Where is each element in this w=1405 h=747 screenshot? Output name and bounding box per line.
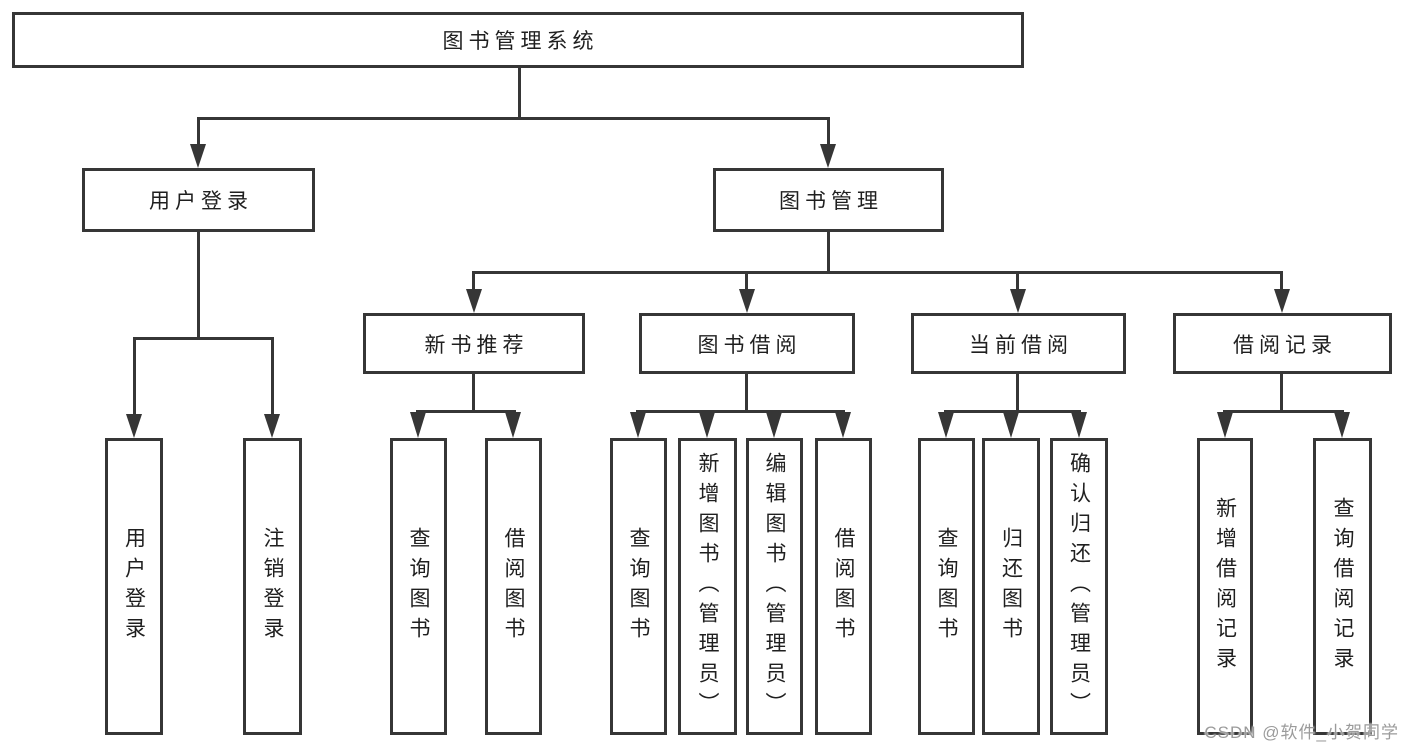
edge-root-drop-right	[827, 117, 830, 147]
edge-book-borrow-stem	[745, 374, 748, 413]
edge-user-login-split	[133, 337, 274, 340]
leaf-confirm-return-admin-label: 确认归还（管理员）	[1067, 451, 1091, 722]
leaf-add-borrow-record-label: 新增借阅记录	[1213, 496, 1237, 677]
arrowhead-borrow-books-1	[505, 412, 521, 438]
arrowhead-return-book	[1003, 412, 1019, 438]
arrowhead-book-mgmt	[820, 144, 836, 168]
leaf-logout-label: 注销登录	[261, 526, 284, 647]
edge-current-borrow-stem	[1016, 374, 1019, 413]
edge-book-mgmt-drop-1	[472, 271, 475, 291]
edge-book-mgmt-stem	[827, 232, 830, 274]
leaf-borrow-books-1: 借阅图书	[485, 438, 542, 735]
edge-new-book-rec-split	[416, 410, 516, 413]
node-current-borrow: 当前借阅	[911, 313, 1126, 374]
edge-borrow-records-split	[1223, 410, 1344, 413]
leaf-query-books-1: 查询图书	[390, 438, 447, 735]
leaf-return-book-label: 归还图书	[999, 526, 1023, 647]
edge-book-mgmt-drop-3	[1016, 271, 1019, 291]
leaf-borrow-books-2: 借阅图书	[815, 438, 872, 735]
arrowhead-user-login	[190, 144, 206, 168]
node-current-borrow-label: 当前借阅	[969, 333, 1073, 357]
arrowhead-add-record	[1217, 412, 1233, 438]
leaf-return-book: 归还图书	[982, 438, 1040, 735]
leaf-query-books-3: 查询图书	[918, 438, 975, 735]
node-root: 图书管理系统	[12, 12, 1024, 68]
edge-root-split	[197, 117, 830, 120]
edge-book-mgmt-drop-4	[1280, 271, 1283, 291]
arrowhead-new-book-rec	[466, 289, 482, 313]
leaf-logout: 注销登录	[243, 438, 302, 735]
leaf-edit-book-admin-label: 编辑图书（管理员）	[763, 451, 786, 722]
edge-book-mgmt-drop-2	[745, 271, 748, 291]
leaf-query-books-2: 查询图书	[610, 438, 667, 735]
leaf-add-borrow-record: 新增借阅记录	[1197, 438, 1253, 735]
leaf-query-books-2-label: 查询图书	[627, 526, 650, 647]
leaf-user-login: 用户登录	[105, 438, 163, 735]
node-user-login-label: 用户登录	[149, 190, 253, 213]
leaf-query-books-1-label: 查询图书	[407, 526, 430, 647]
node-book-borrow-label: 图书借阅	[697, 333, 802, 357]
node-book-borrow: 图书借阅	[639, 313, 855, 374]
leaf-add-book-admin-label: 新增图书（管理员）	[696, 451, 719, 722]
arrowhead-current-borrow	[1010, 289, 1026, 313]
arrowhead-edit-book	[766, 412, 782, 438]
node-new-book-rec: 新书推荐	[363, 313, 585, 374]
node-book-mgmt-label: 图书管理	[779, 190, 883, 213]
arrowhead-query-record	[1334, 412, 1350, 438]
leaf-add-book-admin: 新增图书（管理员）	[678, 438, 737, 735]
edge-borrow-records-stem	[1280, 374, 1283, 413]
leaf-borrow-books-1-label: 借阅图书	[502, 526, 525, 647]
leaf-confirm-return-admin: 确认归还（管理员）	[1050, 438, 1108, 735]
arrowhead-add-book	[699, 412, 715, 438]
node-root-label: 图书管理系统	[442, 30, 599, 53]
arrowhead-borrow-books-2	[835, 412, 851, 438]
edge-book-borrow-split	[636, 410, 845, 413]
edge-root-stem	[518, 66, 521, 120]
arrowhead-query-books-3	[938, 412, 954, 438]
leaf-borrow-books-2-label: 借阅图书	[832, 526, 855, 647]
edge-user-login-stem	[197, 232, 200, 340]
node-borrow-records: 借阅记录	[1173, 313, 1392, 374]
node-borrow-records-label: 借阅记录	[1233, 333, 1337, 357]
edge-user-login-drop-2	[271, 337, 274, 416]
watermark-text: CSDN @软件_小贺同学	[1204, 723, 1399, 742]
node-user-login: 用户登录	[82, 168, 315, 232]
edge-new-book-rec-stem	[472, 374, 475, 413]
edge-book-mgmt-split	[472, 271, 1283, 274]
node-book-mgmt: 图书管理	[713, 168, 944, 232]
arrowhead-borrow-records	[1274, 289, 1290, 313]
arrowhead-confirm-return	[1071, 412, 1087, 438]
leaf-query-borrow-record-label: 查询借阅记录	[1331, 496, 1354, 677]
leaf-user-login-label: 用户登录	[122, 526, 146, 647]
leaf-query-books-3-label: 查询图书	[935, 526, 958, 647]
node-new-book-rec-label: 新书推荐	[424, 333, 529, 357]
arrowhead-query-books-1	[410, 412, 426, 438]
leaf-edit-book-admin: 编辑图书（管理员）	[746, 438, 803, 735]
arrowhead-leaf-user-login	[126, 414, 142, 438]
leaf-query-borrow-record: 查询借阅记录	[1313, 438, 1372, 735]
edge-current-borrow-split	[944, 410, 1081, 413]
arrowhead-book-borrow	[739, 289, 755, 313]
edge-user-login-drop-1	[133, 337, 136, 416]
edge-root-drop-left	[197, 117, 200, 147]
arrowhead-leaf-logout	[264, 414, 280, 438]
arrowhead-query-books-2	[630, 412, 646, 438]
